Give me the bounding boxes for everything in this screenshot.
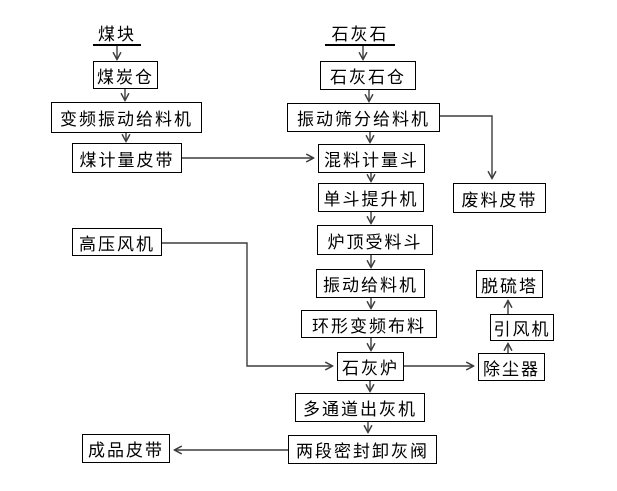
node-seal-valve: 两段密封卸灰阀 (288, 435, 437, 464)
node-waste-belt: 废料皮带 (453, 183, 546, 213)
node-lime-kiln: 石灰炉 (337, 352, 404, 381)
node-draft-fan: 引风机 (490, 314, 554, 341)
node-limestone-bunker: 石灰石仓 (320, 61, 416, 90)
node-limestone: 石灰石 (325, 22, 395, 46)
node-coal-weigh-belt: 煤计量皮带 (72, 143, 182, 173)
edge-vib-screen-feeder-to-waste-belt (440, 115, 492, 178)
node-desulf-tower: 脱硫塔 (476, 270, 543, 298)
node-dust-collector: 除尘器 (478, 353, 545, 381)
node-coal: 煤块 (93, 22, 141, 46)
node-vib-screen-feeder: 振动筛分给料机 (287, 103, 440, 132)
node-ring-distributor: 环形变频布料 (301, 310, 437, 338)
node-mix-weigh-hopper: 混料计量斗 (318, 144, 425, 173)
node-bucket-elevator: 单斗提升机 (318, 183, 424, 212)
node-vfd-vib-feeder: 变频振动给料机 (51, 102, 202, 133)
node-product-belt: 成品皮带 (82, 434, 170, 463)
node-coal-bunker: 煤炭仓 (93, 61, 158, 89)
edge-hp-fan-to-lime-kiln (162, 242, 332, 366)
node-ash-discharger: 多通道出灰机 (295, 393, 425, 422)
node-vib-feeder: 振动给料机 (316, 269, 425, 298)
node-hp-fan: 高压风机 (72, 228, 162, 256)
node-top-hopper: 炉顶受料斗 (317, 225, 433, 255)
